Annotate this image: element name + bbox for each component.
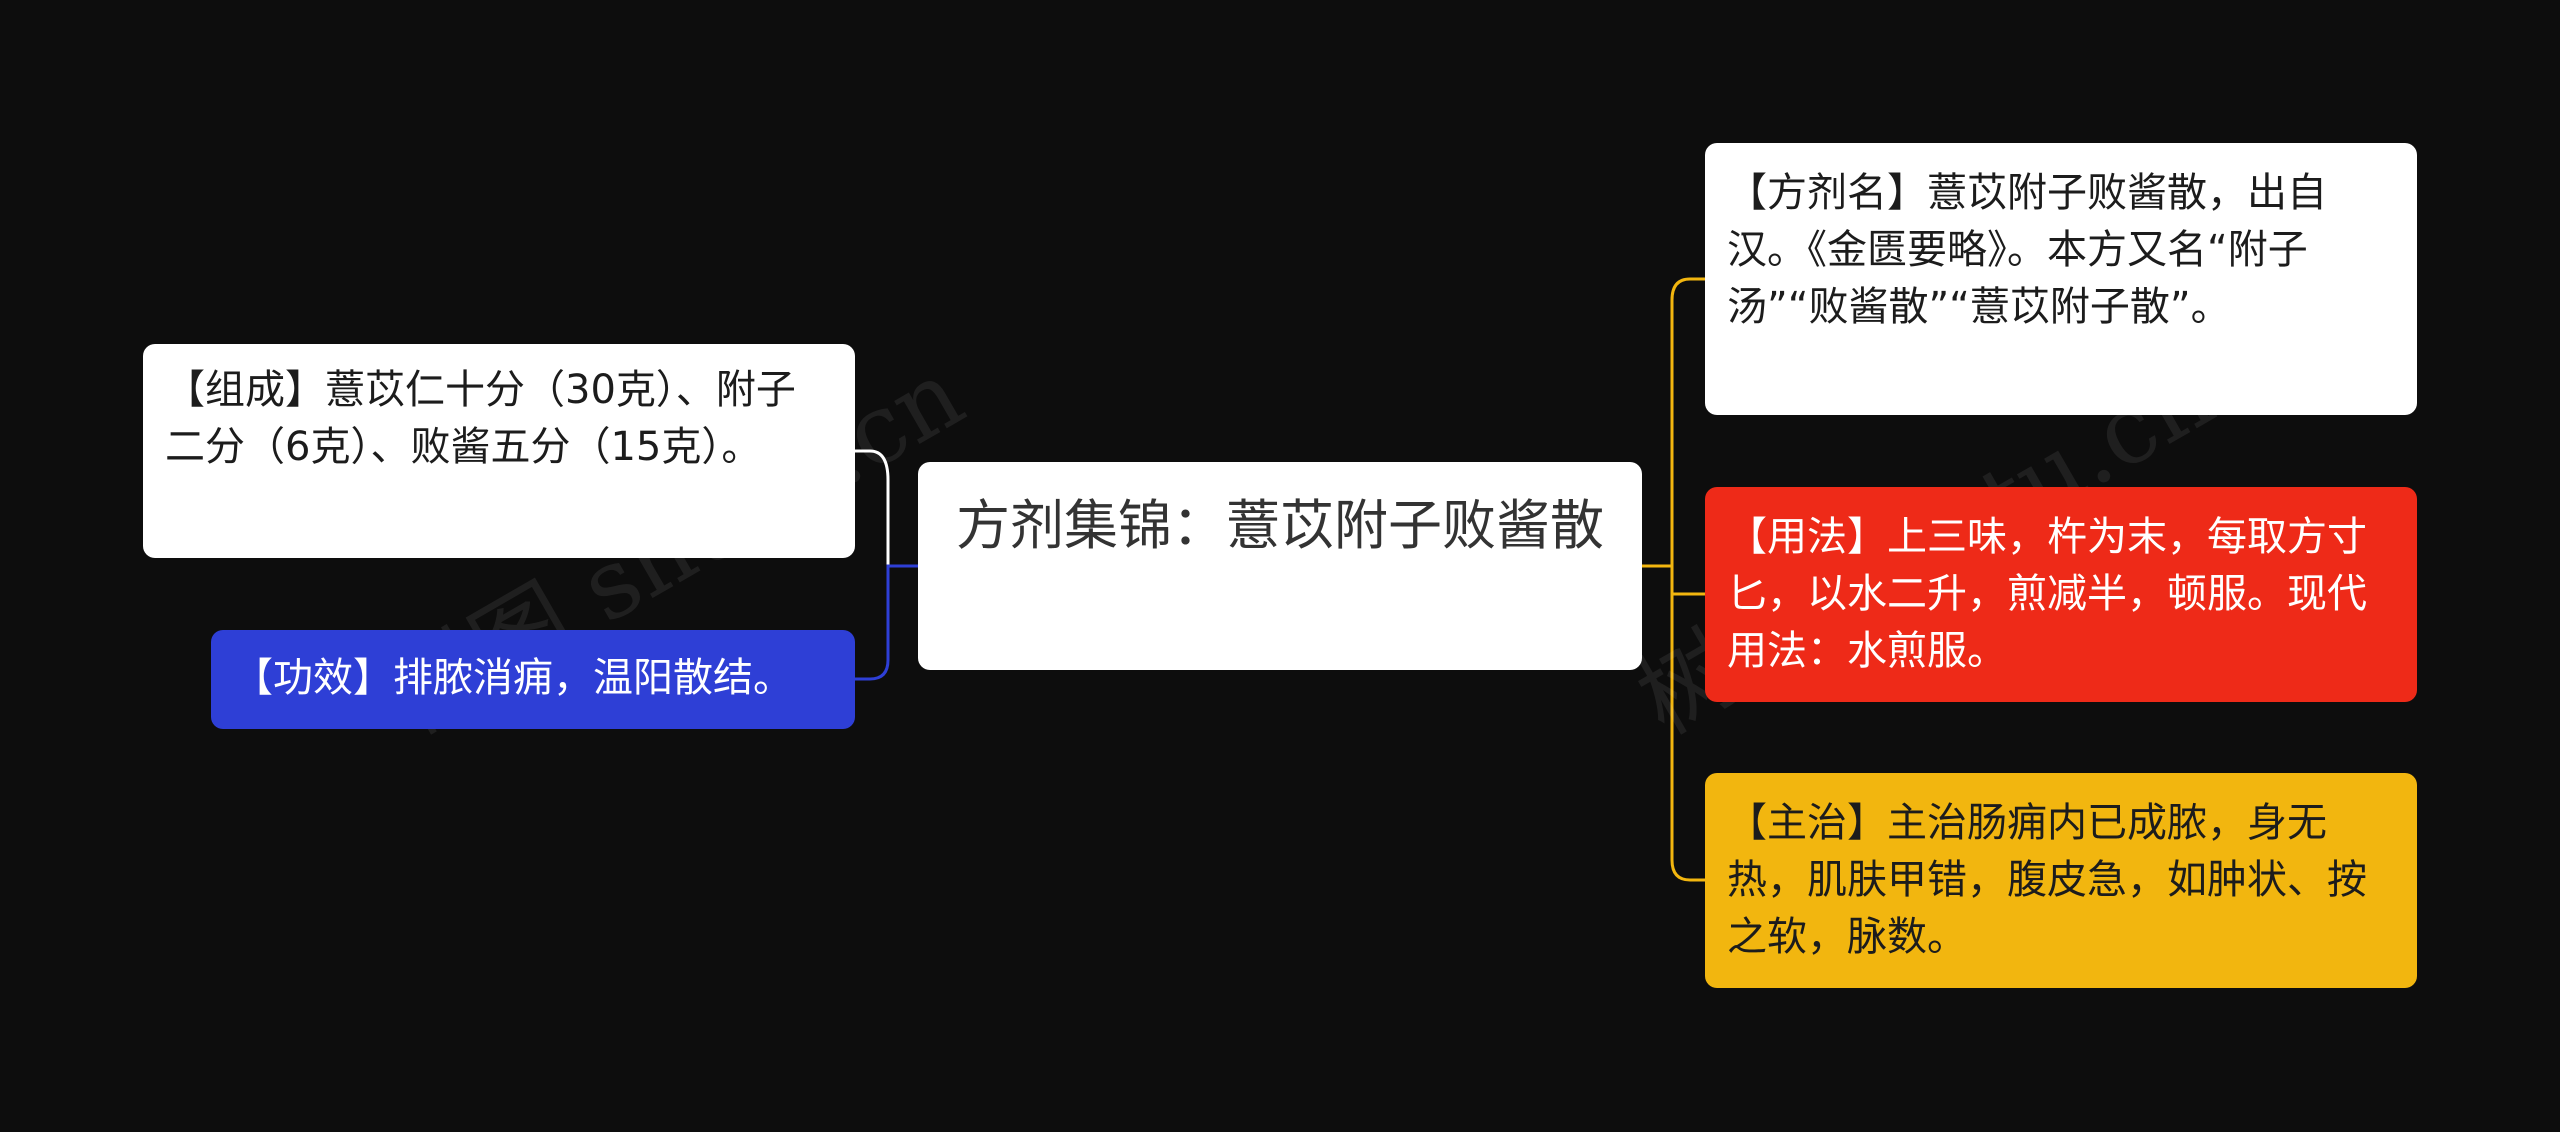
indication-text: 【主治】主治肠痈内已成脓，身无热，肌肤甲错，腹皮急，如肿状、按之软，脉数。 (1727, 800, 2367, 960)
central-topic-node[interactable]: 方剂集锦：薏苡附子败酱散 (918, 462, 1642, 670)
composition-node[interactable]: 【组成】薏苡仁十分（30克）、附子二分（6克）、败酱五分（15克）。 (143, 344, 855, 558)
usage-node[interactable]: 【用法】上三味，杵为末，每取方寸匕，以水二升，煎减半，顿服。现代用法：水煎服。 (1705, 487, 2417, 702)
prescription-name-node[interactable]: 【方剂名】薏苡附子败酱散，出自汉。《金匮要略》。本方又名“附子汤”“败酱散”“薏… (1705, 143, 2417, 415)
connector-center-to-efficacy (855, 564, 918, 681)
efficacy-text: 【功效】排脓消痈，温阳散结。 (233, 655, 793, 701)
connector-center-to-name (1642, 277, 1705, 568)
prescription-name-text: 【方剂名】薏苡附子败酱散，出自汉。《金匮要略》。本方又名“附子汤”“败酱散”“薏… (1727, 170, 2327, 330)
connector-center-to-indication (1642, 564, 1705, 882)
connector-center-to-composition (855, 449, 918, 568)
efficacy-node[interactable]: 【功效】排脓消痈，温阳散结。 (211, 630, 855, 729)
composition-text: 【组成】薏苡仁十分（30克）、附子二分（6克）、败酱五分（15克）。 (165, 367, 796, 470)
central-topic-text: 方剂集锦：薏苡附子败酱散 (956, 494, 1604, 557)
indication-node[interactable]: 【主治】主治肠痈内已成脓，身无热，肌肤甲错，腹皮急，如肿状、按之软，脉数。 (1705, 773, 2417, 988)
usage-text: 【用法】上三味，杵为末，每取方寸匕，以水二升，煎减半，顿服。现代用法：水煎服。 (1727, 514, 2367, 674)
